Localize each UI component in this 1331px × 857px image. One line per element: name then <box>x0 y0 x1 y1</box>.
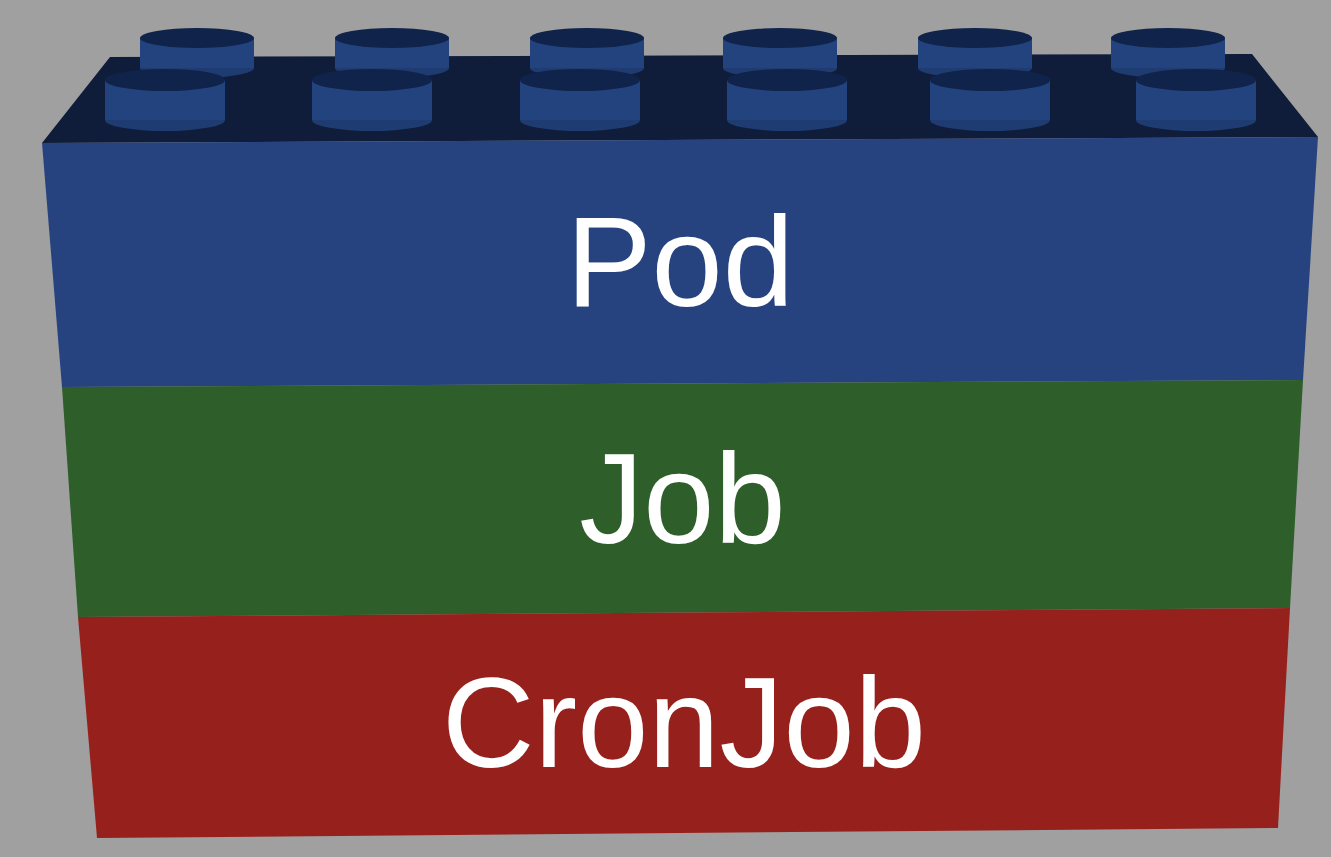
band-fill <box>78 608 1290 838</box>
band-label: Job <box>579 435 785 563</box>
band-fill <box>62 380 1303 617</box>
stud-cap <box>530 28 644 48</box>
stud <box>105 69 225 131</box>
stud <box>727 69 847 131</box>
cronjob-band: CronJob <box>78 608 1290 838</box>
stud-cap <box>1111 28 1225 48</box>
stud-cap <box>335 28 449 48</box>
job-band: Job <box>62 380 1303 617</box>
stud-group <box>105 28 1256 131</box>
stud <box>930 69 1050 131</box>
stud <box>1136 69 1256 131</box>
stud-cap <box>918 28 1032 48</box>
stud-cap <box>727 69 847 91</box>
stud-cap <box>105 69 225 91</box>
band-label: Pod <box>566 198 794 326</box>
stud <box>312 69 432 131</box>
stud <box>520 69 640 131</box>
stud-cap <box>723 28 837 48</box>
stud-cap <box>312 69 432 91</box>
stud-cap <box>520 69 640 91</box>
stud-cap <box>930 69 1050 91</box>
stud-cap <box>140 28 254 48</box>
pod-band: Pod <box>42 137 1318 387</box>
band-fill <box>42 137 1318 387</box>
stud-cap <box>1136 69 1256 91</box>
band-label: CronJob <box>442 659 926 787</box>
